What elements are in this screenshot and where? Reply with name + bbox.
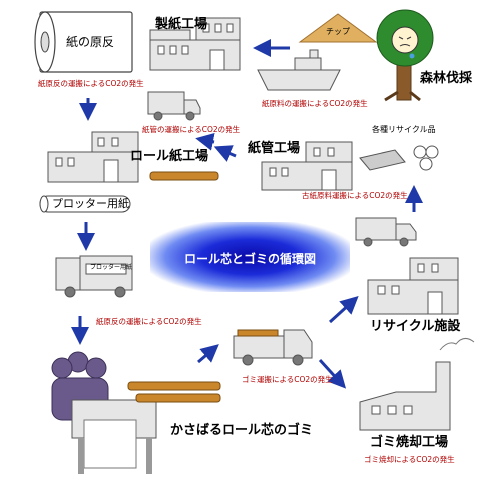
plotter-paper-roll-icon (39, 195, 131, 213)
incineration-plant-building (359, 338, 475, 431)
truck-icon (233, 329, 313, 366)
recycled-goods-label: 各種リサイクル品 (372, 125, 436, 134)
pipe-factory-label: 紙管工場 (248, 141, 301, 156)
chip-label: チップ (326, 27, 350, 36)
center-title-glow: ロール芯とゴミの循環図 (150, 222, 350, 292)
recycle-facility-building (367, 257, 459, 315)
co2-incineration-label: ゴミ焼却によるCO2の発生 (364, 455, 455, 464)
co2-raw-material-label: 紙原料の運搬によるCO2の発生 (262, 99, 368, 108)
crying-tree-icon (376, 9, 434, 102)
co2-waste-paper-label: 古紙原料運搬によるCO2の発生 (302, 191, 408, 200)
bulky-core-trash-label: かさばるロール芯のゴミ (170, 423, 314, 438)
truck-plotter-sign: プロッター用紙 (90, 264, 133, 271)
co2-garbage-label: ゴミ運搬によるCO2の発生 (242, 375, 333, 384)
flow-arrows (71, 39, 423, 389)
pipe-factory-building (261, 141, 353, 191)
recycled-goods-icon (359, 145, 439, 171)
truck-icon (55, 255, 133, 298)
co2-raw-roll-label: 紙原反の運搬によるCO2の発生 (38, 79, 144, 88)
recycle-facility-label: リサイクル施設 (370, 319, 461, 334)
cargo-ship-icon (257, 49, 341, 91)
chip-pile-icon (298, 13, 378, 43)
forest-label: 森林伐採 (420, 71, 473, 86)
roll-paper-factory-label: ロール紙工場 (130, 149, 209, 164)
paper-mill-building (149, 17, 241, 71)
co2-raw-roll-label-2: 紙原反の運搬によるCO2の発生 (96, 317, 202, 326)
truck-icon (355, 217, 417, 247)
plotter-machine-icon (71, 399, 157, 474)
paper-roll-label: 紙の原反 (66, 35, 115, 49)
roll-paper-factory-building (47, 131, 139, 183)
paper-roll-icon (34, 11, 133, 73)
plotter-paper-label: プロッター用紙 (52, 197, 129, 210)
roll-core-rod-icon (149, 171, 219, 181)
incineration-plant-label: ゴミ焼却工場 (370, 435, 449, 450)
truck-icon (147, 91, 201, 121)
co2-pipe-label: 紙管の運搬によるCO2の発生 (142, 125, 241, 134)
discarded-roll-cores-icon (127, 381, 221, 403)
center-title: ロール芯とゴミの循環図 (183, 252, 316, 266)
paper-mill-label: 製紙工場 (155, 17, 208, 32)
